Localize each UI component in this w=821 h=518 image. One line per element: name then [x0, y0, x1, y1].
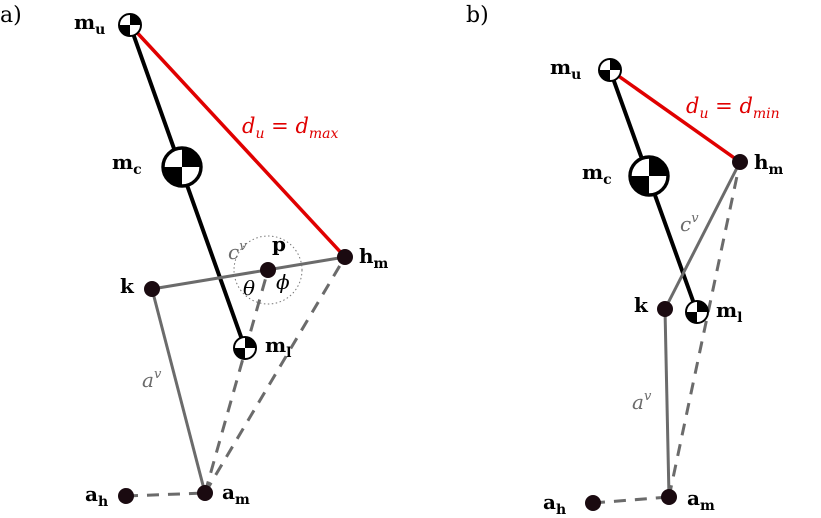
panel-b-label-am-text: am: [687, 486, 715, 514]
panel-a-du-equation: du = dmax: [242, 114, 339, 142]
panel-a-label-mc-text: mc: [112, 150, 142, 178]
panel-a: a): [0, 3, 353, 504]
panel-b-joint-hm: [732, 154, 748, 170]
panel-a-joint-k: [144, 281, 160, 297]
panel-a-av-label: av: [142, 367, 162, 392]
panel-b-av-label: av: [632, 389, 652, 414]
panel-a-cv-line: [151, 255, 346, 291]
panel-a-cv-label: cv: [228, 239, 247, 264]
panel-b-label-mu-text: mu: [550, 55, 582, 83]
panel-a-phi-label: ϕ: [276, 270, 290, 294]
panel-b-du-equation: du = dmin: [686, 94, 780, 122]
panel-a-du-line: [128, 23, 347, 259]
panel-b-dashed-ah-am: [592, 495, 670, 505]
panel-b-label-ml-text: ml: [716, 298, 743, 326]
panel-b-label-k-text: k: [634, 293, 648, 317]
panel-a-dashed-ah-am: [125, 491, 206, 498]
panel-a-joint-ah: [118, 488, 134, 504]
panel-b-joint-k: [657, 301, 673, 317]
panel-a-label: a): [0, 3, 22, 28]
panel-b-label-hm-text: hm: [754, 150, 784, 178]
panel-a-joint-p: [260, 262, 276, 278]
panel-a-label-ah-text: ah: [85, 482, 109, 510]
panel-b-joint-am: [661, 489, 677, 505]
panel-b-label-mc-text: mc: [582, 160, 612, 188]
panel-a-theta-label: θ: [243, 276, 256, 300]
panel-b-dashed-am-hm: [667, 161, 742, 498]
panel-b: b): [466, 3, 748, 511]
panel-b-joint-ah: [585, 495, 601, 511]
panel-a-dashed-am-p: [203, 269, 270, 494]
panel-a-label-k-text: k: [120, 274, 134, 298]
panel-a-label-p-text: p: [272, 232, 286, 256]
panel-a-joint-am: [197, 485, 213, 501]
panel-a-av-line: [150, 288, 207, 494]
mu-main: m: [74, 10, 96, 34]
panel-a-dashed-am-hm: [203, 256, 347, 494]
panel-b-cv-label: cv: [680, 211, 699, 236]
panel-a-joint-hm: [337, 249, 353, 265]
panel-b-du-line: [608, 68, 742, 164]
panel-a-angle-arc: [233, 235, 303, 305]
panel-a-label-ml-text: ml: [265, 333, 292, 361]
panel-b-label: b): [466, 3, 489, 28]
panel-b-label-ah-text: ah: [543, 490, 567, 518]
panel-b-av-line: [663, 308, 671, 498]
panel-b-cv-line: [663, 161, 742, 310]
mu-sub: u: [95, 22, 106, 38]
panel-a-label-am-text: am: [222, 480, 250, 508]
panel-a-label-hm-text: hm: [359, 244, 389, 272]
panel-a-label-mu-text: mu: [74, 10, 105, 38]
